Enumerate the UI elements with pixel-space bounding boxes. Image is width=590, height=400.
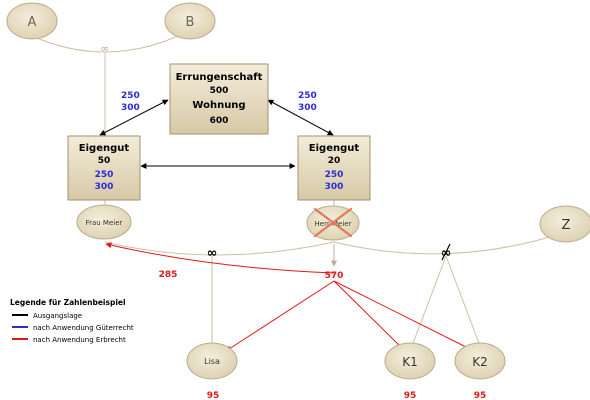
person-b-label: B — [186, 15, 195, 30]
arrow-to-lisa — [225, 280, 335, 352]
value-frau-meier-share: 285 — [159, 270, 178, 280]
person-z: Z — [539, 205, 590, 243]
person-k2: K2 — [454, 342, 506, 380]
errungenschaft-title: Errungenschaft — [176, 72, 263, 83]
deceased-cross-icon — [313, 207, 353, 238]
value-k1: 95 — [404, 391, 417, 400]
legend-item-ausgangslage: Ausgangslage — [33, 312, 82, 320]
lisa-label: Lisa — [204, 357, 220, 366]
eigengut-right-blue-1: 250 — [325, 170, 344, 180]
arrow-to-k1 — [333, 280, 405, 351]
black-arrows — [99, 99, 334, 169]
red-values: 285 570 95 95 95 — [159, 270, 487, 400]
person-k1: K1 — [384, 342, 436, 380]
value-k2: 95 — [474, 391, 487, 400]
eigengut-left-title: Eigengut — [79, 143, 130, 154]
eigengut-left-box: Eigengut 50 250 300 — [67, 135, 141, 201]
eigengut-right-title: Eigengut — [309, 143, 360, 154]
arrow-errungenschaft-eigengut-right — [267, 99, 334, 136]
arrow-to-frau-meier — [105, 242, 335, 274]
legend-title: Legende für Zahlenbeispiel — [10, 298, 126, 307]
marriage-symbol-meier: ∞ — [207, 246, 218, 261]
red-arrows — [105, 242, 473, 352]
divorce-symbol: ∞ — [441, 243, 452, 261]
person-frau-meier: Frau Meier — [76, 204, 132, 240]
family-lines — [31, 35, 567, 347]
person-a: A — [6, 2, 58, 40]
left-arrow-blue-1: 250 — [121, 91, 140, 101]
legend: Legende für Zahlenbeispiel Ausgangslage … — [10, 298, 134, 344]
legend-item-erbrecht: nach Anwendung Erbrecht — [33, 336, 126, 344]
value-estate: 570 — [325, 271, 344, 281]
left-arrow-blue-2: 300 — [121, 103, 140, 113]
errungenschaft-item-value: 600 — [210, 116, 229, 126]
frau-meier-label: Frau Meier — [86, 219, 123, 227]
errungenschaft-box: Errungenschaft 500 Wohnung 600 — [169, 63, 269, 135]
marriage-symbol-z: ∞ — [441, 246, 452, 261]
right-arrow-blue-1: 250 — [298, 91, 317, 101]
eigengut-right-blue-2: 300 — [325, 182, 344, 192]
marriage-symbol-a-b: ∞ — [100, 42, 109, 55]
person-z-label: Z — [562, 218, 571, 233]
legend-item-gueterrecht: nach Anwendung Güterrecht — [33, 324, 134, 332]
eigengut-right-value: 20 — [328, 156, 341, 166]
descent-line-k1 — [411, 255, 447, 347]
right-arrow-blue-2: 300 — [298, 103, 317, 113]
marriage-line-z — [333, 231, 567, 255]
person-herr-meier: Herr Meier — [306, 205, 360, 241]
marriage-line-a-b — [31, 35, 179, 53]
person-lisa: Lisa — [186, 342, 238, 380]
errungenschaft-item: Wohnung — [192, 100, 245, 111]
eigengut-left-blue-1: 250 — [95, 170, 114, 180]
divorce-slash-icon — [441, 243, 451, 261]
descent-line-k2 — [445, 255, 481, 347]
arrow-to-k2 — [333, 280, 473, 351]
errungenschaft-value: 500 — [210, 86, 229, 96]
person-a-label: A — [28, 15, 37, 30]
value-lisa: 95 — [207, 391, 220, 400]
herr-meier-label: Herr Meier — [315, 220, 352, 228]
eigengut-left-blue-2: 300 — [95, 182, 114, 192]
arrow-errungenschaft-eigengut-left — [99, 99, 169, 136]
eigengut-right-box: Eigengut 20 250 300 — [297, 135, 371, 201]
eigengut-left-value: 50 — [98, 156, 111, 166]
marriage-line-meier — [104, 241, 335, 256]
person-b: B — [164, 2, 216, 40]
k2-label: K2 — [472, 355, 488, 369]
arrow-blue-labels: 250 300 250 300 — [121, 91, 317, 113]
k1-label: K1 — [402, 355, 418, 369]
